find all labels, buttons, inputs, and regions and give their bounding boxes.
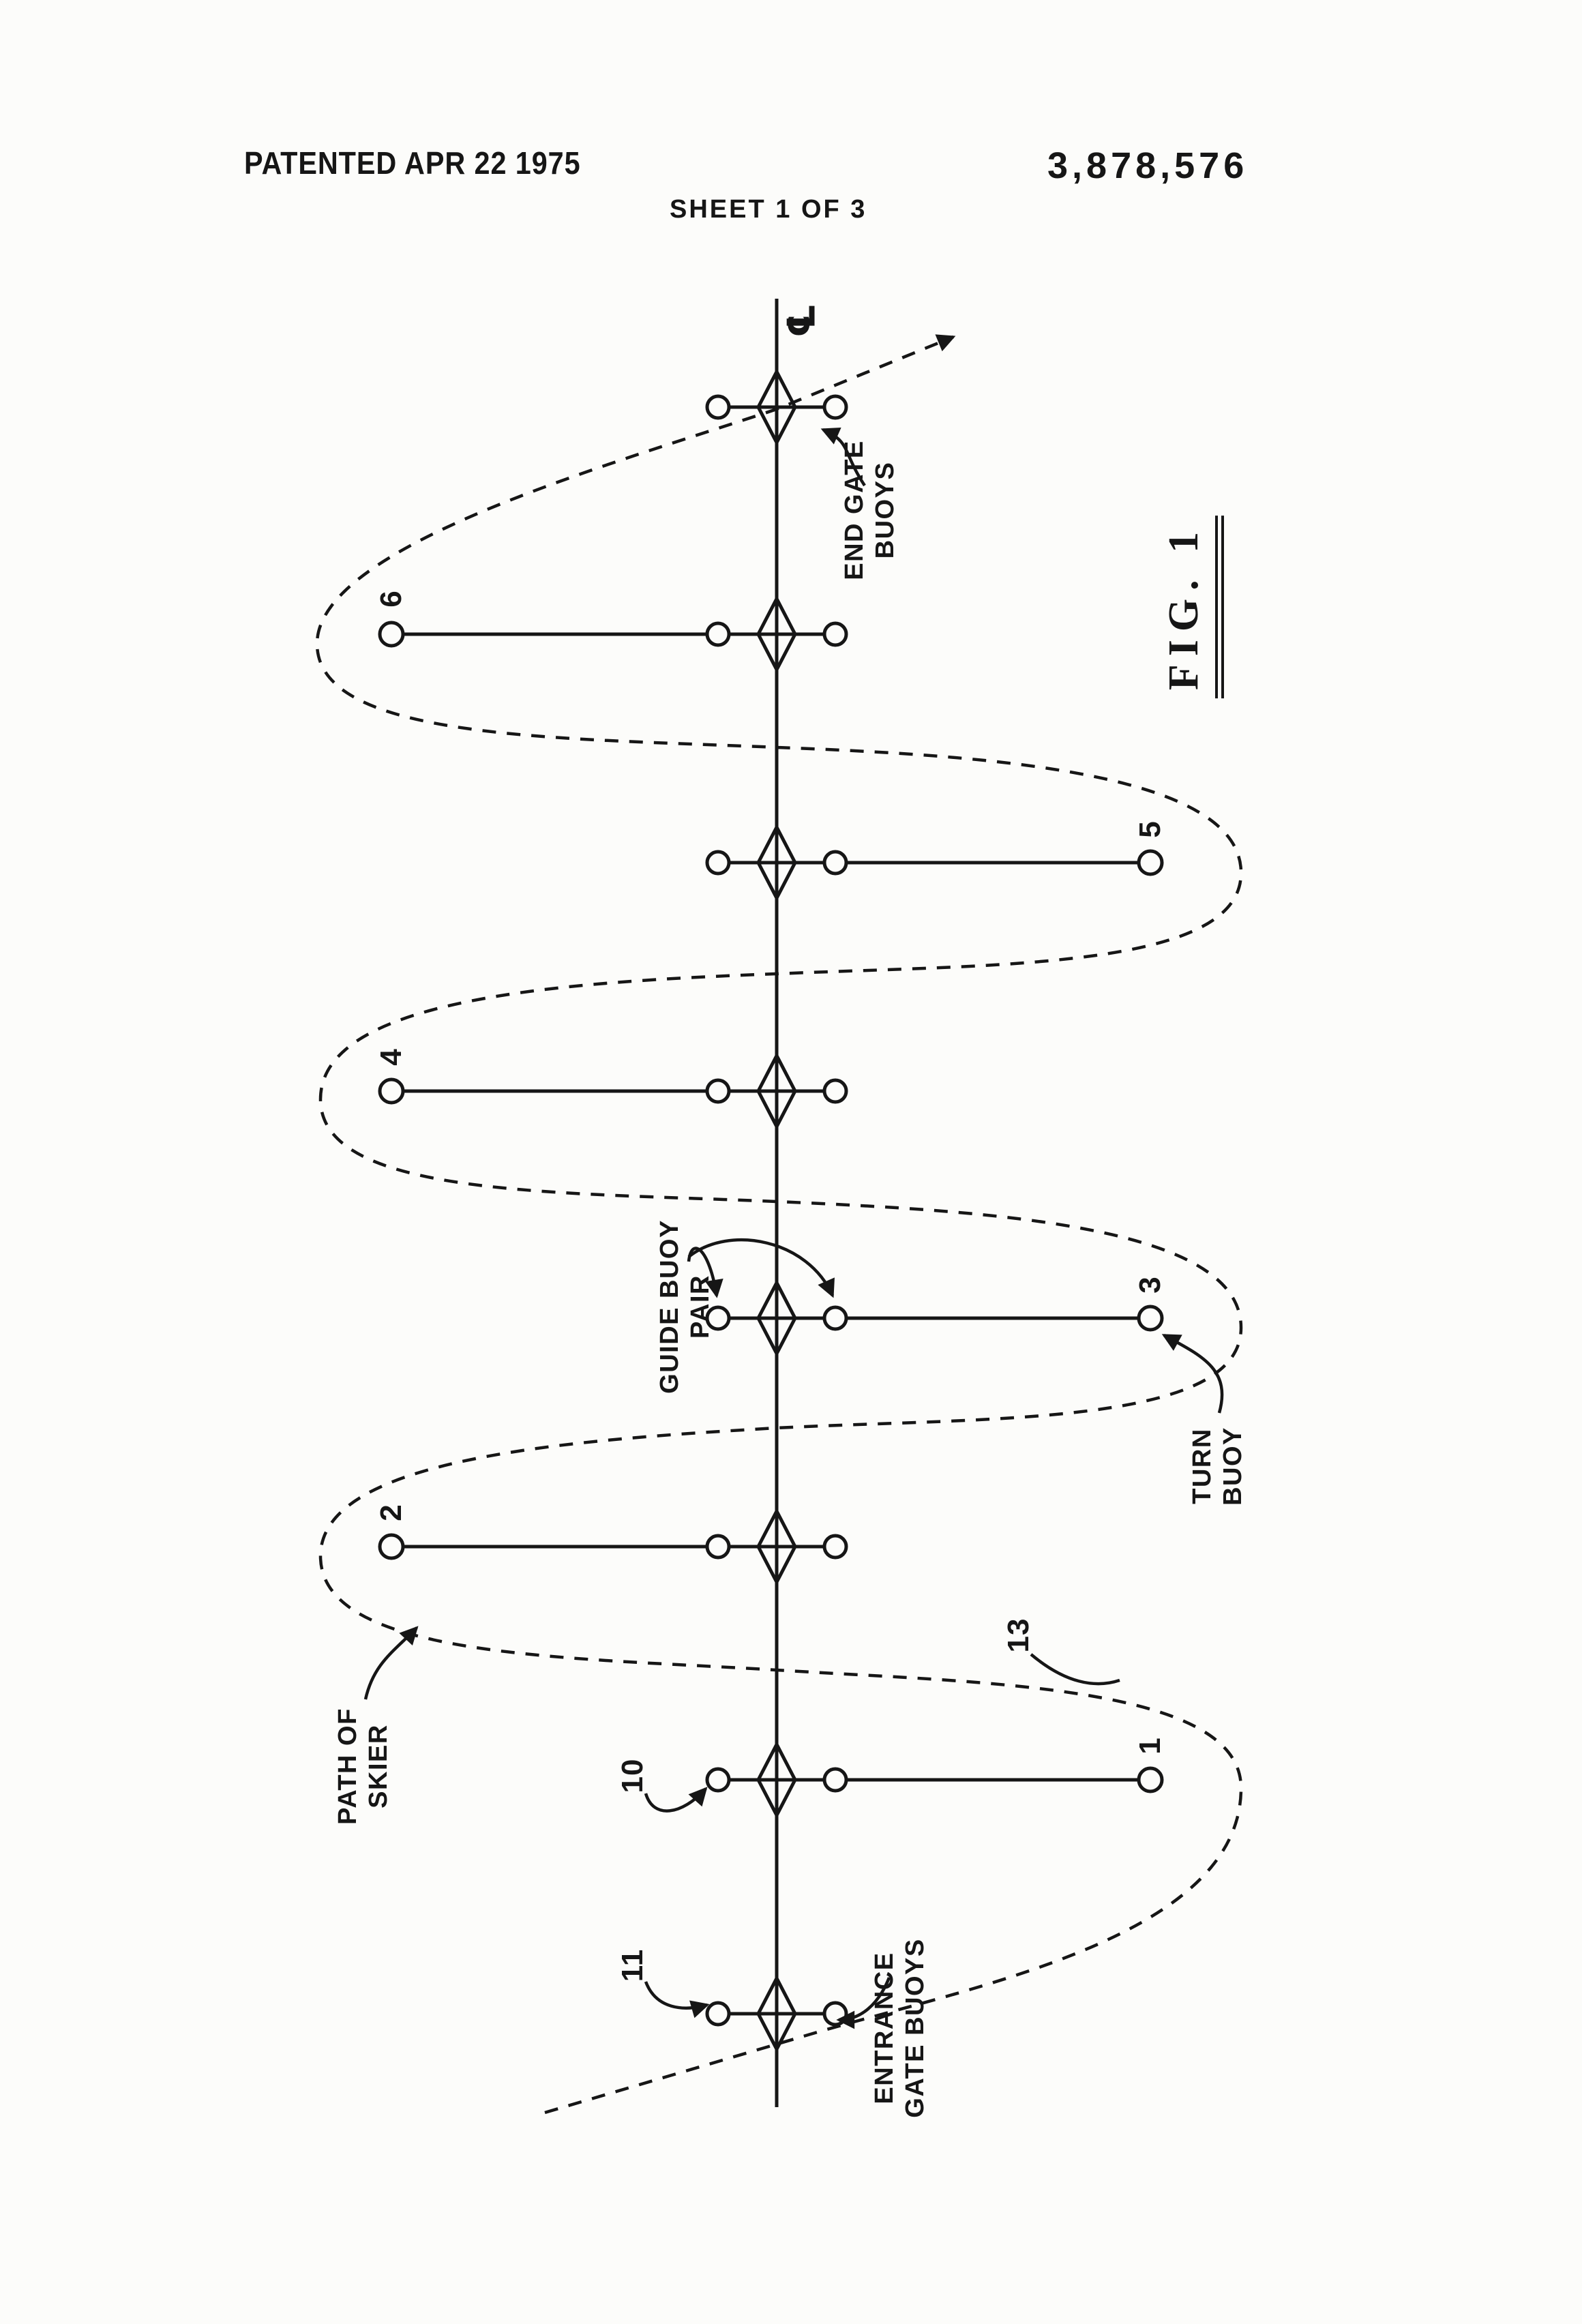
- entrance-gate-buoys-label: ENTRANCE GATE BUOYS: [869, 1938, 931, 2117]
- guide-buoy: [705, 850, 731, 876]
- gate-diamond: [756, 823, 797, 902]
- turn-buoy-5: [1137, 849, 1164, 876]
- buoy-number-2: 2: [374, 1504, 408, 1521]
- ref13-leader-line: [1030, 1653, 1120, 1686]
- turn-buoy-label: TURN BUOY: [1187, 1427, 1249, 1506]
- guide-buoy: [822, 1305, 848, 1331]
- guide-buoy: [822, 1534, 848, 1560]
- path-of-skier-label-line1: PATH OF: [333, 1708, 363, 1825]
- entrance-gate-buoys-label-line2: GATE BUOYS: [901, 1938, 929, 2118]
- guide-buoy: [822, 621, 848, 647]
- leader-arrows: [363, 428, 1224, 2029]
- ref-numeral-11: 11: [616, 1948, 649, 1982]
- turn-buoy-label-line1: TURN: [1188, 1428, 1217, 1504]
- guide-buoy: [705, 1305, 731, 1331]
- turn-buoy-label-line2: BUOY: [1219, 1427, 1247, 1506]
- buoy-number-4: 4: [374, 1048, 408, 1066]
- turn-buoy-4: [378, 1077, 405, 1105]
- guide-buoy: [705, 1767, 731, 1793]
- guide-buoy: [822, 1767, 848, 1793]
- buoy-number-6: 6: [374, 590, 408, 608]
- buoy-number-1: 1: [1133, 1737, 1167, 1755]
- centerline-symbol: ℄: [779, 303, 824, 338]
- guide-buoy: [822, 1078, 848, 1104]
- gate-diamond: [756, 1740, 797, 1819]
- ref11-leader-arrow: [644, 1981, 710, 2018]
- gate-diamond: [756, 595, 797, 674]
- path-of-skier-leader-arrow: [363, 1626, 419, 1700]
- guide-buoy: [705, 394, 731, 420]
- ref10-leader-arrow: [644, 1787, 708, 1813]
- gate-diamond: [756, 1052, 797, 1131]
- buoy-number-5: 5: [1133, 820, 1167, 838]
- end-gate-buoys-label-line1: END GATE: [840, 440, 869, 580]
- turn-buoy-1: [1137, 1766, 1164, 1793]
- turn-buoy-3: [1137, 1305, 1164, 1332]
- figure-label: FIG. 1: [1160, 515, 1224, 699]
- gate-diamond: [756, 1279, 797, 1358]
- entrance-gate-buoys-label-line1: ENTRANCE: [870, 1952, 899, 2104]
- patent-number: 3,878,576: [1047, 145, 1249, 186]
- guide-buoy-leader-arrow-right: [687, 1238, 835, 1298]
- guide-buoys: [705, 394, 848, 2027]
- guide-buoy: [705, 2001, 731, 2027]
- end-gate-buoys-label-line2: BUOYS: [871, 461, 899, 559]
- guide-buoy: [705, 621, 731, 647]
- patented-date-stamp: PATENTED APR 22 1975: [244, 145, 581, 181]
- entrance-gate-leader-arrow: [836, 1977, 891, 2029]
- gate-diamond: [756, 1974, 797, 2053]
- turn-buoy-leader-arrow: [1161, 1334, 1224, 1414]
- guide-buoy-pair-label: GUIDE BUOY PAIR: [655, 1219, 716, 1394]
- turn-buoys: [378, 621, 1164, 1793]
- buoy-number-3: 3: [1133, 1276, 1167, 1294]
- gate-diamonds: [756, 368, 797, 2053]
- turn-buoy-6: [378, 621, 405, 648]
- ref-numeral-10: 10: [616, 1758, 649, 1793]
- end-gate-leader-arrow: [820, 428, 866, 487]
- guide-buoy: [705, 1534, 731, 1560]
- guide-buoy-pair-label-line2: PAIR: [686, 1275, 715, 1339]
- path-of-skier-label: PATH OF SKIER: [333, 1708, 394, 1825]
- gate-lines: [391, 405, 1150, 2016]
- turn-buoy-2: [378, 1533, 405, 1560]
- guide-buoy: [822, 850, 848, 876]
- ref-numeral-13: 13: [1002, 1618, 1035, 1653]
- end-gate-buoys-label: END GATE BUOYS: [839, 440, 901, 580]
- sheet-number-label: SHEET 1 OF 3: [670, 195, 867, 224]
- guide-buoy-pair-label-line1: GUIDE BUOY: [655, 1219, 685, 1394]
- gate-diamond: [756, 1507, 797, 1586]
- guide-buoy: [822, 394, 848, 420]
- gate-diamond: [756, 368, 797, 447]
- guide-buoy: [705, 1078, 731, 1104]
- path-of-skier-label-line2: SKIER: [364, 1724, 393, 1808]
- guide-buoy: [822, 2001, 848, 2027]
